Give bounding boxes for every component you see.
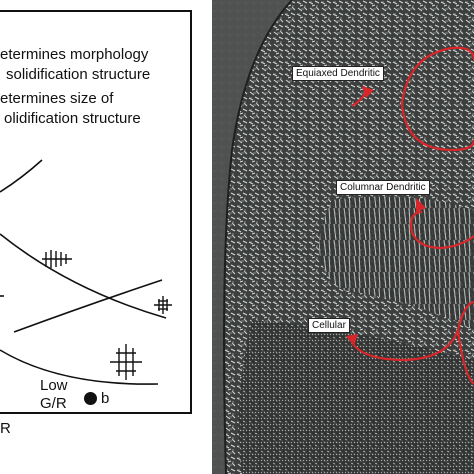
x-axis-label: R bbox=[0, 420, 11, 437]
cellular-callout-loop bbox=[351, 300, 474, 385]
curve-descending bbox=[0, 233, 167, 319]
columnar-arrow-head bbox=[416, 198, 426, 212]
equiaxed-dendrite-large-icon bbox=[110, 344, 142, 380]
equiaxed-arrow-head bbox=[362, 86, 374, 98]
curve-ascending bbox=[13, 279, 163, 333]
cellular-arrow-head bbox=[346, 334, 358, 346]
equiaxed-dendrite-small-icon bbox=[154, 296, 172, 314]
schematic-diagram-panel: etermines morphology solidification stru… bbox=[0, 0, 212, 474]
point-b-marker: b bbox=[84, 390, 109, 407]
columnar-zone bbox=[319, 196, 474, 330]
curve-steep bbox=[0, 159, 43, 193]
columnar-dendrite-icon bbox=[42, 250, 72, 268]
legend-line-solidification-1: solidification structure bbox=[6, 66, 151, 83]
casting-edge bbox=[223, 0, 293, 474]
cellular-label: Cellular bbox=[308, 318, 350, 333]
curve-bottom bbox=[0, 349, 159, 385]
diagram-frame bbox=[0, 10, 192, 414]
gr-ratio-text: G/R bbox=[40, 395, 67, 412]
low-text: Low bbox=[40, 377, 68, 394]
low-gr-label: Low G/R bbox=[40, 377, 68, 413]
equiaxed-dendritic-label: Equiaxed Dendritic bbox=[292, 66, 384, 81]
legend-line-size: etermines size of bbox=[0, 90, 114, 107]
legend-line-morphology: etermines morphology bbox=[0, 46, 149, 63]
diagram-curves bbox=[0, 159, 172, 385]
micrograph-panel: Equiaxed Dendritic Columnar Dendritic Ce… bbox=[212, 0, 474, 474]
point-dot-icon bbox=[84, 392, 97, 405]
columnar-dendritic-label: Columnar Dendritic bbox=[336, 180, 430, 195]
point-b-label: b bbox=[101, 390, 110, 407]
legend-line-solidification-2: olidification structure bbox=[4, 110, 141, 127]
micrograph-image bbox=[212, 0, 474, 474]
columnar-callout-loop bbox=[410, 210, 474, 250]
